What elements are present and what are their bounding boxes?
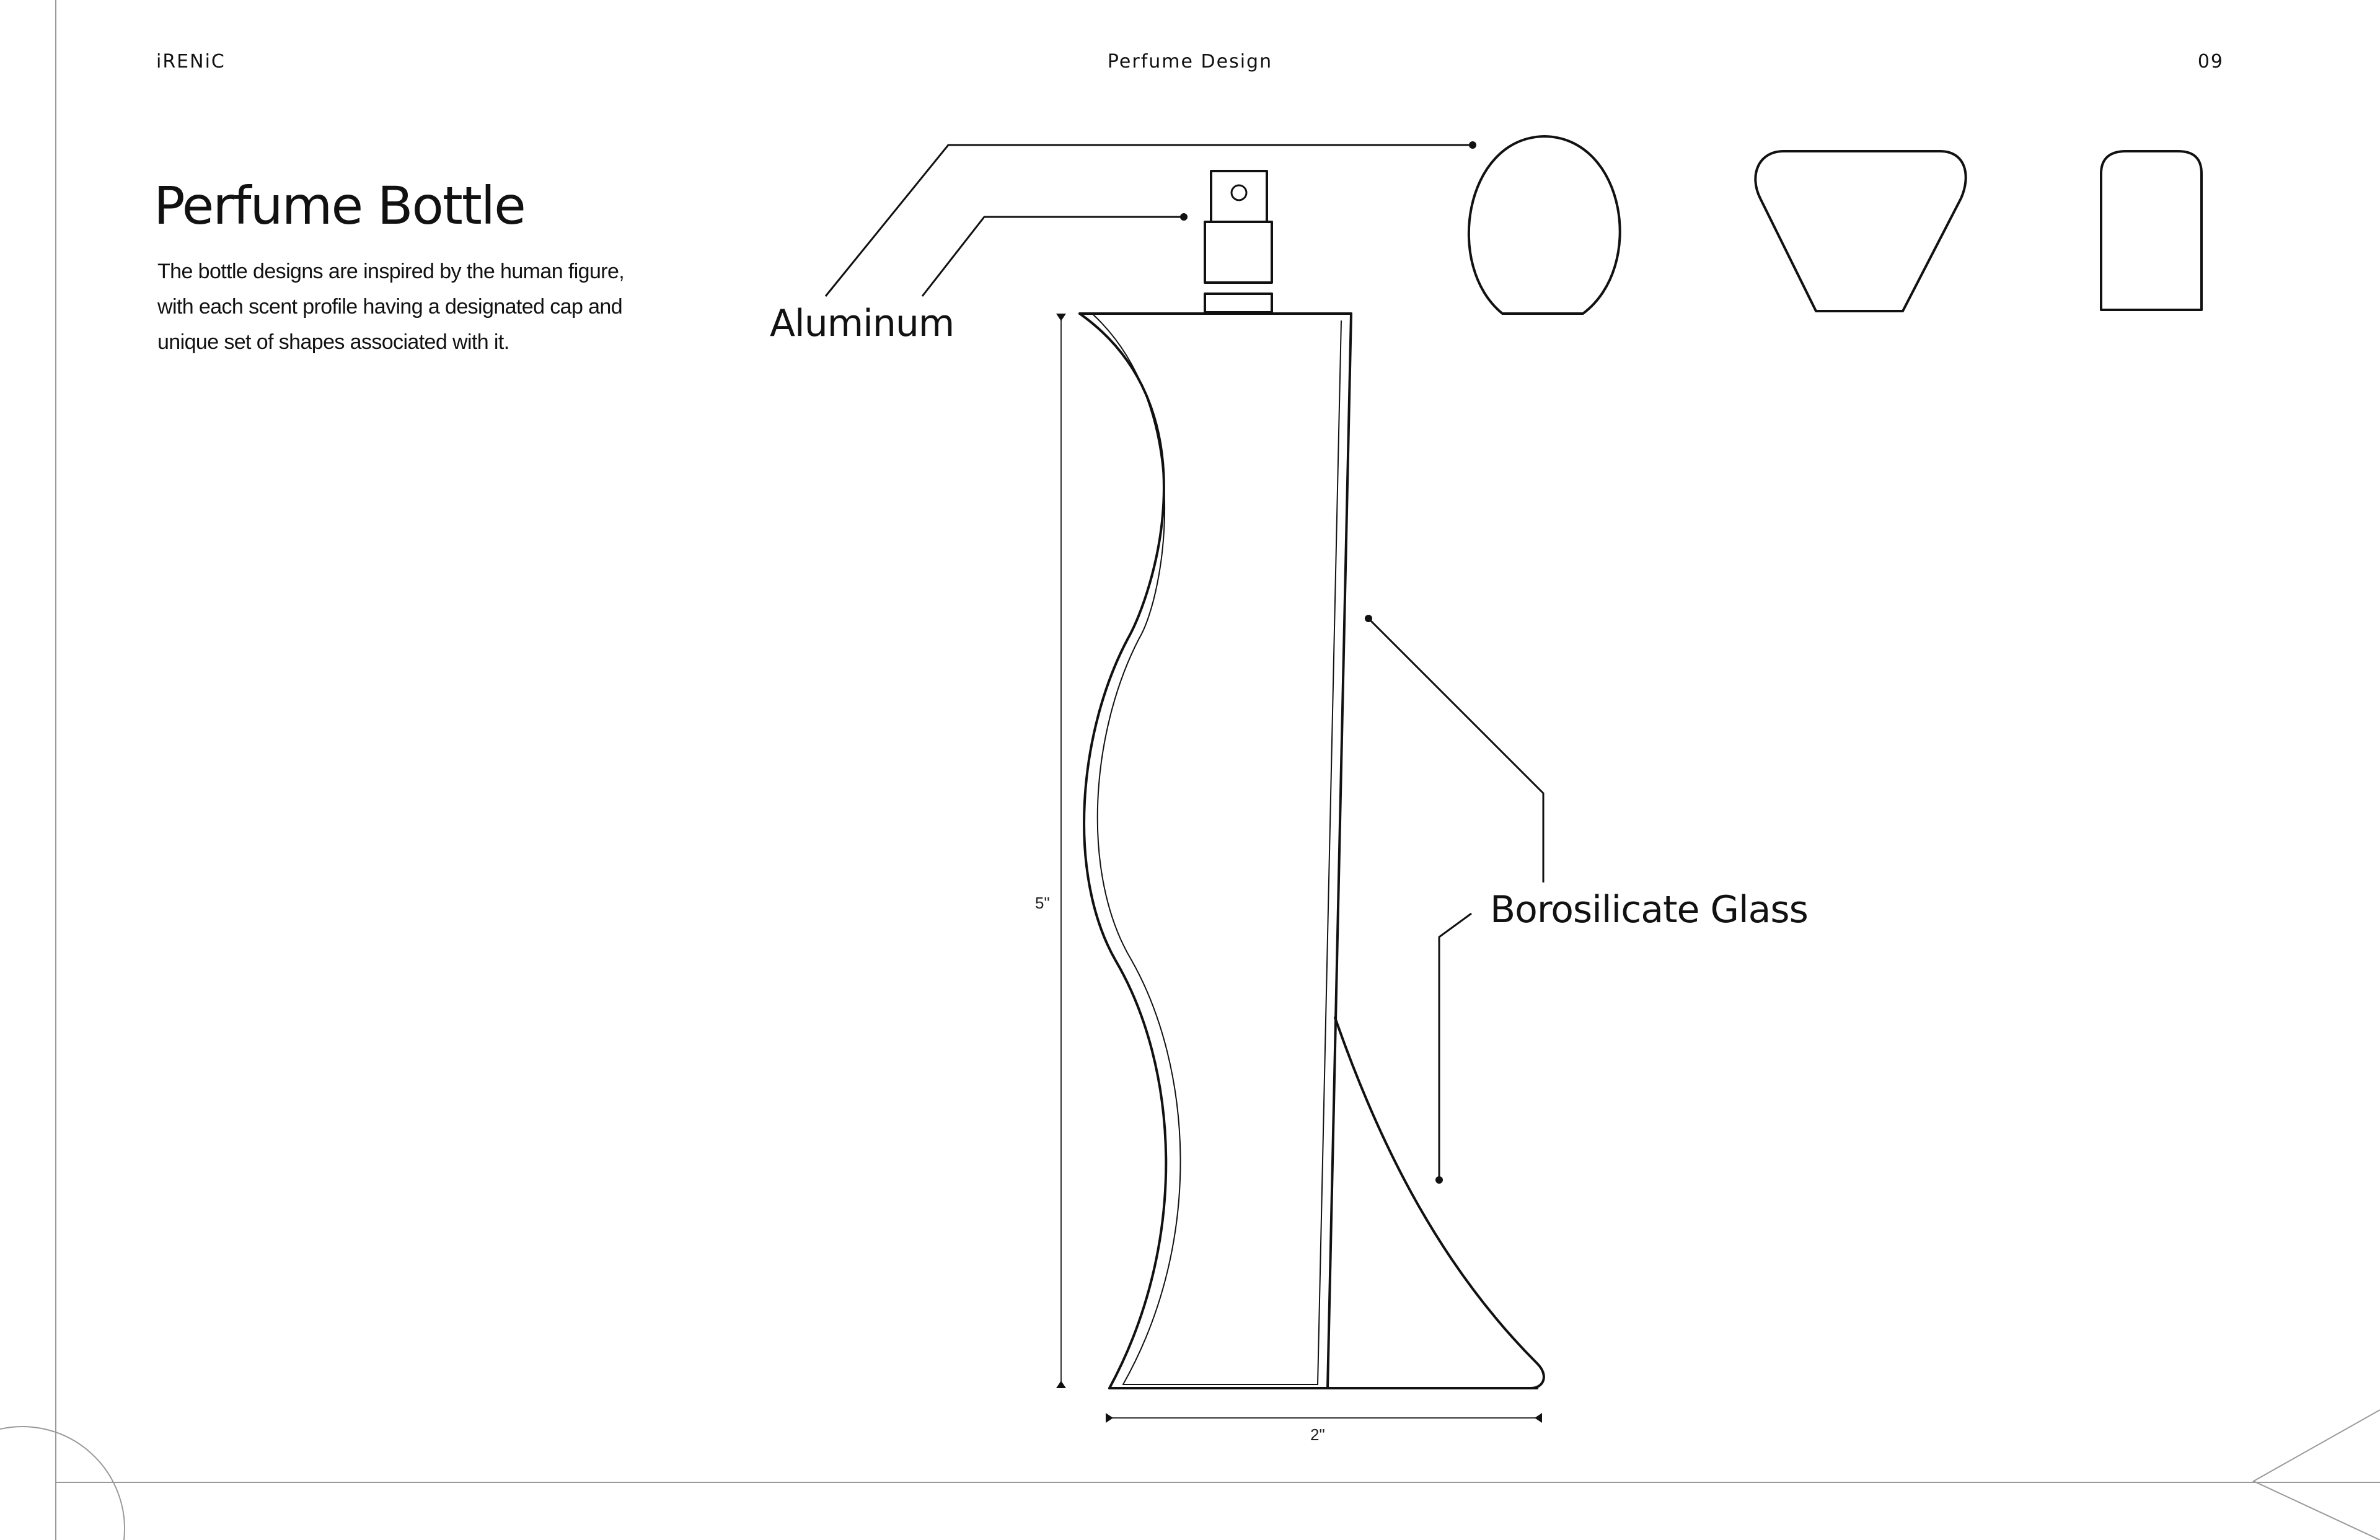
bottle-flare — [1334, 1016, 1545, 1389]
trapezoid-cap-icon — [1754, 150, 1967, 312]
width-dimension-label: 2" — [1310, 1425, 1325, 1444]
height-dimension-label: 5" — [1035, 894, 1050, 912]
bottle-left-contour-inner — [1091, 313, 1181, 1385]
sprayer-collar — [1204, 221, 1273, 284]
sprayer-assembly — [1204, 170, 1273, 314]
bottle-left-contour-outer — [1078, 312, 1168, 1389]
bottle-right-edge-inner — [1317, 320, 1342, 1385]
callout-dots — [1180, 141, 1476, 1184]
height-arrow-top — [1056, 314, 1066, 321]
sprayer-nozzle — [1230, 184, 1248, 201]
glass-body-dot — [1365, 615, 1372, 622]
width-arrow-right — [1535, 1413, 1542, 1423]
cap-variants — [1467, 135, 2203, 315]
aluminum-leader-to-cap — [824, 144, 1471, 297]
rounded-cap-icon — [1467, 135, 1621, 315]
sprayer-neck — [1204, 293, 1273, 314]
glass-leader-to-flare — [1438, 912, 1472, 1179]
callout-leaders — [824, 144, 1545, 1179]
dimension-lines — [1056, 314, 1542, 1423]
callout-glass-label: Borosilicate Glass — [1490, 888, 1809, 931]
sprayer-actuator — [1210, 170, 1268, 223]
glass-leader-to-body — [1368, 618, 1545, 882]
glass-flare-dot — [1435, 1176, 1443, 1184]
section-title: Perfume Design — [1107, 51, 1273, 73]
page-description: The bottle designs are inspired by the h… — [157, 260, 625, 354]
corner-circle-decoration — [0, 1426, 125, 1540]
callout-aluminum-label: Aluminum — [770, 302, 954, 345]
aluminum-leader-to-sprayer — [921, 216, 1183, 297]
page-number: 09 — [2197, 51, 2224, 73]
height-arrow-bottom — [1056, 1381, 1066, 1388]
aluminum-sprayer-dot — [1180, 213, 1188, 221]
bottle-right-edge-outer — [1326, 312, 1352, 1389]
page-title: Perfume Bottle — [154, 175, 526, 236]
width-arrow-left — [1106, 1413, 1113, 1423]
arch-cap-icon — [2100, 150, 2203, 311]
aluminum-cap-dot — [1469, 141, 1476, 149]
corner-triangle-decoration — [2252, 1409, 2380, 1540]
bottle-body — [1078, 312, 1545, 1389]
brand-name: iRENiC — [156, 51, 226, 73]
